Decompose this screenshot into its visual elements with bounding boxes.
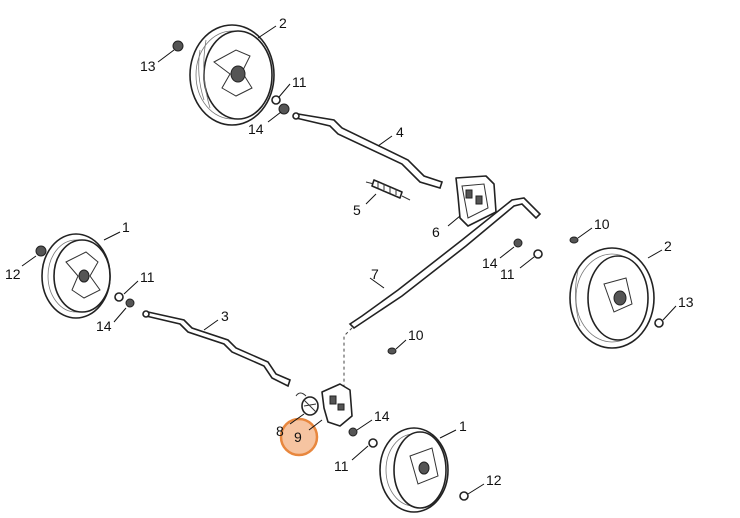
callout-14-top: 14	[248, 121, 264, 137]
callout-14-right: 14	[482, 255, 498, 271]
callout-14-left: 14	[96, 318, 112, 334]
callout-9: 9	[294, 429, 302, 445]
spring-8	[295, 392, 319, 416]
leader-lines	[21, 25, 677, 495]
callout-12-left: 12	[5, 266, 21, 282]
washer-11-left	[114, 292, 124, 302]
front-axle-rod	[142, 310, 291, 388]
cap-12-bottom	[459, 491, 469, 501]
wheel-top-rear	[189, 24, 275, 126]
callout-2-top: 2	[279, 15, 287, 31]
highlight-marker	[279, 417, 319, 457]
callout-6: 6	[432, 224, 440, 240]
callout-10-right: 10	[594, 216, 610, 232]
wheel-bottom-front	[379, 427, 449, 513]
callout-14-bottom: 14	[374, 408, 390, 424]
rear-axle-rod	[292, 112, 444, 189]
callout-8: 8	[276, 423, 284, 439]
nut-14-right	[513, 238, 523, 248]
callout-7: 7	[371, 266, 379, 282]
callout-labels: 2 13 11 14 4 5 6 10 1 12 11 14 3 7 14 11…	[5, 15, 694, 488]
washer-11-top	[271, 95, 281, 105]
callout-5: 5	[353, 202, 361, 218]
linking-rod-7	[348, 197, 542, 330]
bracket-9	[321, 383, 353, 427]
callout-1-left: 1	[122, 219, 130, 235]
wheel-left-front	[41, 233, 111, 319]
callout-13-top: 13	[140, 58, 156, 74]
callout-4: 4	[396, 124, 404, 140]
callout-11-right: 11	[500, 266, 515, 282]
callout-10-mid: 10	[408, 327, 424, 343]
callout-1-bottom: 1	[459, 418, 467, 434]
wheel-right-rear	[569, 247, 655, 349]
washer-11-right	[533, 249, 543, 259]
callout-3: 3	[221, 308, 229, 324]
nut-14-top	[278, 103, 290, 115]
washer-11-bottom	[368, 438, 378, 448]
screw-10-mid	[387, 347, 397, 355]
nut-14-left	[125, 298, 135, 308]
callout-2-right: 2	[664, 238, 672, 254]
callout-11-top: 11	[292, 74, 307, 90]
nut-12-left	[35, 245, 47, 257]
cap-13-right	[654, 318, 664, 328]
nut-14-bottom	[348, 427, 358, 437]
callout-11-left: 11	[140, 269, 155, 285]
callout-12-bottom: 12	[486, 472, 502, 488]
screw-10-right	[569, 236, 579, 244]
bracket-6	[455, 175, 497, 227]
callout-13-right: 13	[678, 294, 694, 310]
nut-13-top	[172, 40, 184, 52]
spring-5	[365, 179, 411, 201]
callout-11-bottom: 11	[334, 458, 349, 474]
